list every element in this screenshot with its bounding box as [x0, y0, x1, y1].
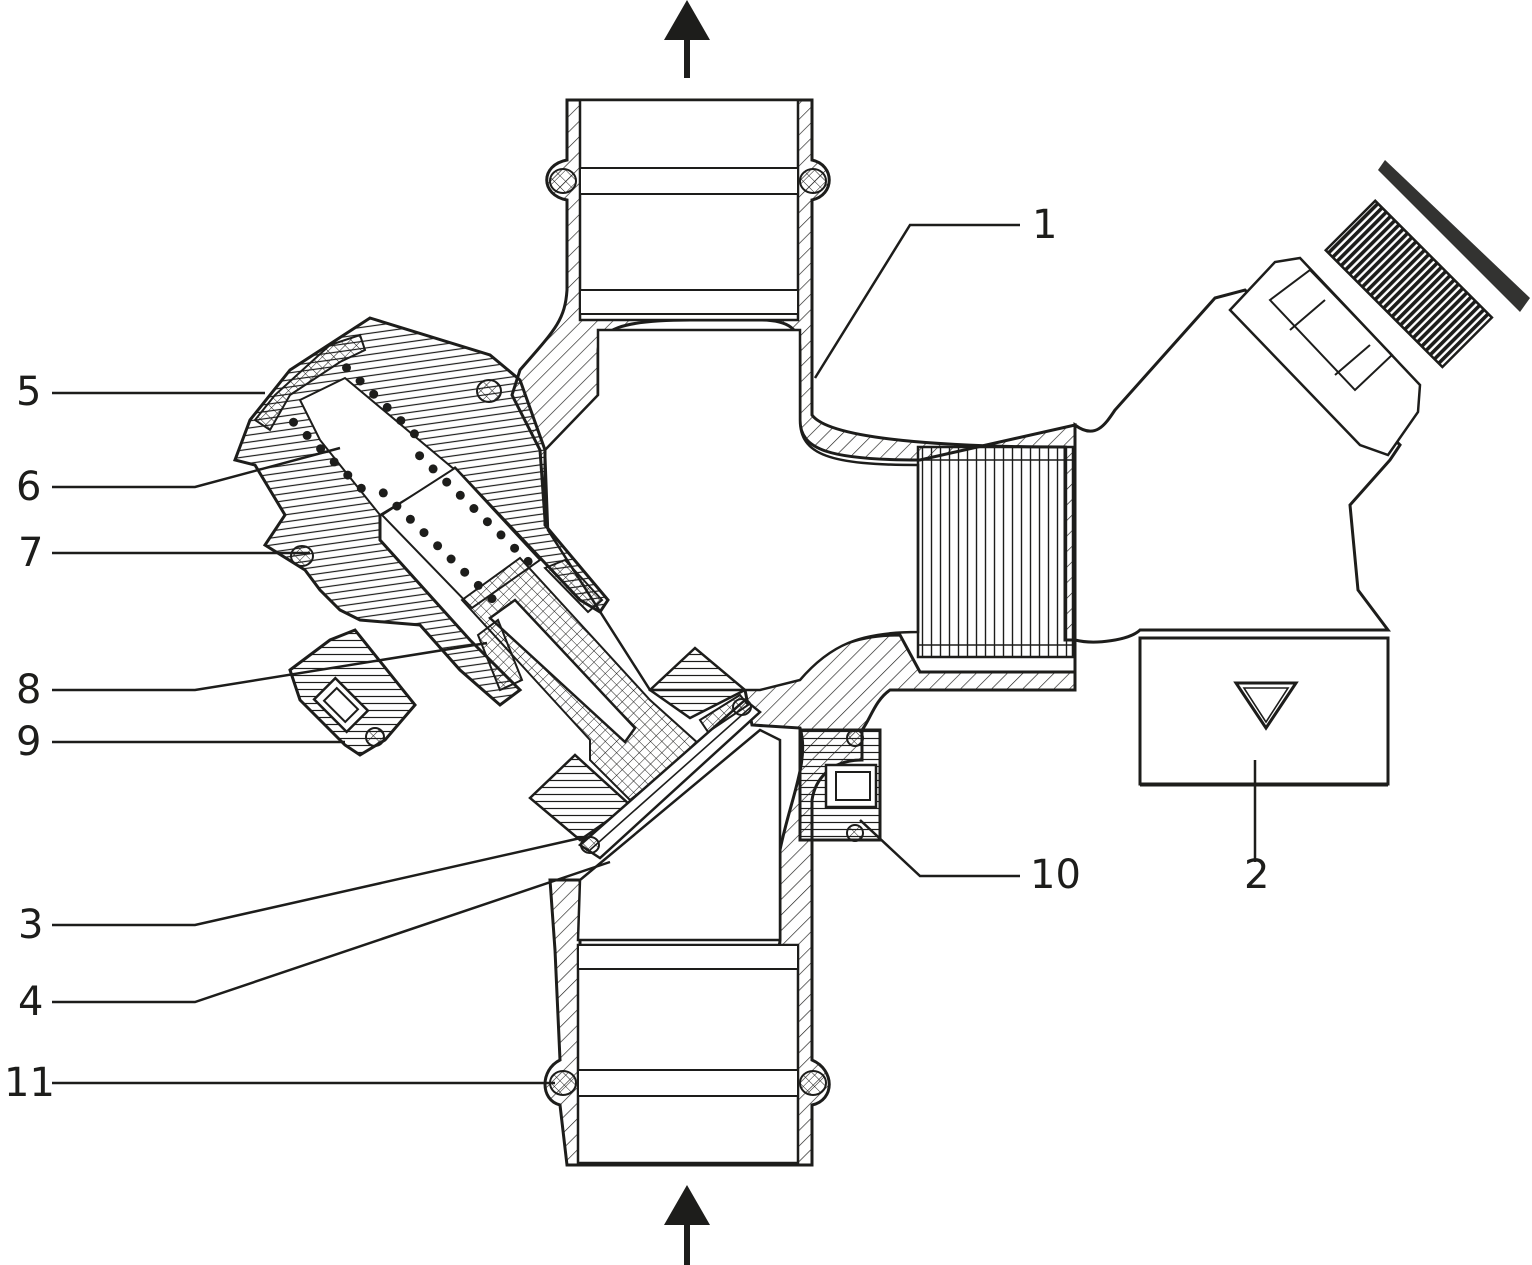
spring-coil: [409, 429, 419, 439]
test-plug-right: [798, 728, 882, 842]
flow-out-arrow-icon: [664, 0, 710, 78]
label-2: 2: [1244, 852, 1269, 898]
spring-coil: [460, 567, 470, 577]
spring-coil: [446, 554, 456, 564]
spring-coil: [342, 363, 351, 373]
spring-coil: [378, 488, 388, 498]
label-1: 1: [1032, 202, 1057, 248]
valve-body: [510, 98, 1077, 1167]
valve-seat: [528, 646, 762, 860]
spring-coil: [289, 417, 298, 427]
spring-coil: [415, 451, 425, 461]
label-11: 11: [4, 1060, 55, 1106]
label-9: 9: [16, 719, 41, 765]
label-10: 10: [1030, 852, 1081, 898]
spring-coil: [316, 444, 326, 454]
spring-coil: [428, 464, 438, 474]
spring-coil: [302, 430, 312, 440]
drain-valve: [1073, 160, 1530, 787]
test-plug-left: [288, 628, 417, 757]
spring-coil: [482, 517, 492, 527]
leader-lines: [52, 223, 1257, 1085]
label-4: 4: [18, 979, 43, 1025]
spring-coil: [419, 528, 429, 538]
piston-cartridge: [460, 556, 702, 802]
spring-coil: [510, 543, 520, 553]
triangle-down-icon: [1233, 681, 1299, 731]
label-8: 8: [16, 667, 41, 713]
spring-coil: [469, 504, 479, 513]
label-6: 6: [16, 464, 41, 510]
cap-seal: [253, 333, 367, 432]
label-3: 3: [18, 902, 43, 948]
spring-coil: [343, 470, 353, 480]
spring-coil: [433, 541, 443, 551]
label-7: 7: [18, 530, 43, 576]
spring-coil: [455, 490, 465, 500]
spring-coil: [356, 483, 366, 493]
spring-coil: [396, 416, 406, 426]
spring-coil: [382, 402, 392, 412]
spring-coil: [496, 530, 506, 540]
spring-coil: [442, 477, 452, 487]
label-5: 5: [16, 369, 41, 415]
spring-coil: [355, 376, 365, 386]
spring-coil: [405, 514, 415, 524]
spring-coil: [369, 389, 379, 399]
flow-in-arrow-icon: [664, 1185, 710, 1265]
spring-coil: [392, 501, 402, 511]
spring-coil: [329, 457, 339, 467]
